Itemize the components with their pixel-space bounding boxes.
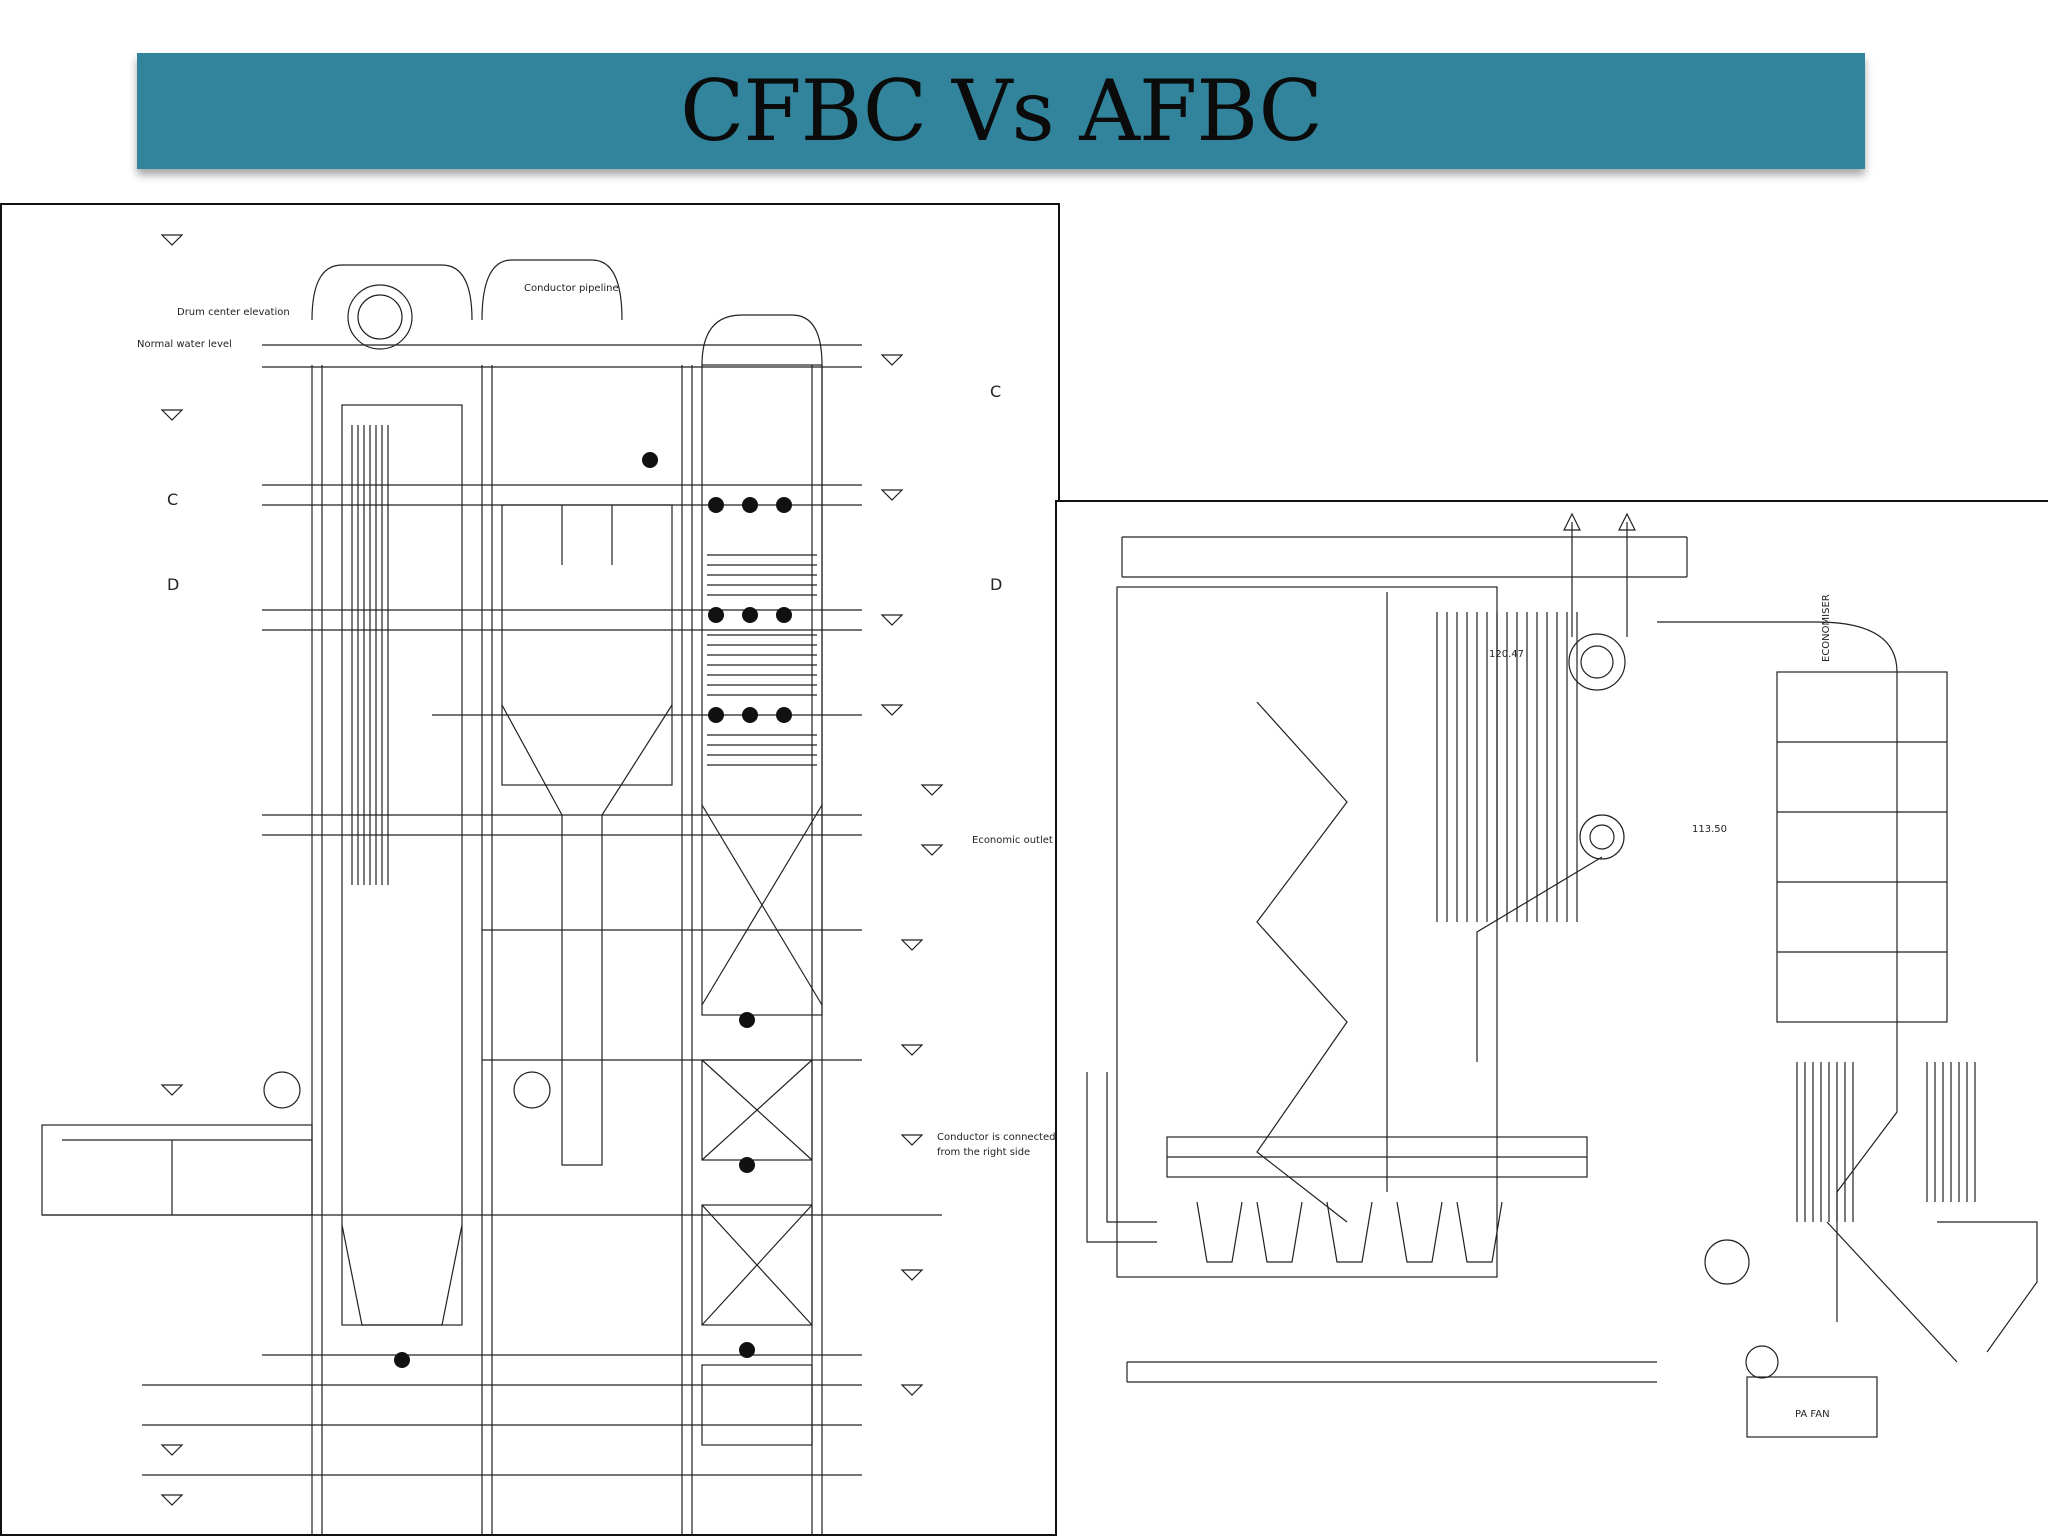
- afbc-boiler-drawing: ECONOMISER PA FAN 120.47 113.50: [1055, 500, 2048, 1536]
- section-d-label-right: D: [990, 575, 1002, 594]
- elevation-113-label: 113.50: [1692, 824, 1727, 835]
- back-pass: [701, 314, 823, 1446]
- slide-title: CFBC Vs AFBC: [680, 62, 1323, 160]
- air-heater: [1796, 1062, 1976, 1363]
- bed-and-hoppers: [1126, 1136, 1657, 1383]
- cfbc-boiler-drawing: C D C D Conductor pipeline Economic outl…: [0, 203, 1060, 1536]
- water-level-label: Normal water level: [137, 339, 232, 350]
- conductor-connected-label: Conductor is connected: [937, 1132, 1055, 1143]
- steam-drum: [311, 259, 623, 350]
- furnace: [341, 404, 463, 1326]
- elevation-markers: [160, 234, 944, 1506]
- conductor-pipeline-label: Conductor pipeline: [524, 283, 619, 294]
- economiser-section: [1657, 621, 1948, 1322]
- cyclone-separator: [501, 504, 673, 1166]
- afbc-drawing-svg: ECONOMISER PA FAN 120.47 113.50: [1086, 512, 2038, 1438]
- damper-symbols: [394, 452, 792, 1368]
- water-walls: [1436, 612, 1578, 922]
- pa-fan-label: PA FAN: [1795, 1409, 1830, 1420]
- section-d-label: D: [167, 575, 179, 594]
- drums: [1476, 512, 1636, 1062]
- furnace-walls: [1116, 586, 1498, 1278]
- economiser-label: ECONOMISER: [1821, 594, 1832, 662]
- elevation-120-label: 120.47: [1489, 649, 1524, 660]
- section-c-label-right: C: [990, 382, 1001, 401]
- fan-and-ducts: [1086, 1072, 2038, 1438]
- economizer-outlet-label: Economic outlet: [972, 835, 1053, 846]
- from-right-side-label: from the right side: [937, 1147, 1030, 1158]
- title-bar: CFBC Vs AFBC: [137, 53, 1865, 169]
- left-platform: [41, 1071, 551, 1216]
- roof-structure: [1121, 536, 1688, 578]
- section-c-label: C: [167, 490, 178, 509]
- drum-center-label: Drum center elevation: [177, 307, 290, 318]
- cfbc-drawing-svg: C D C D Conductor pipeline Economic outl…: [41, 234, 1055, 1534]
